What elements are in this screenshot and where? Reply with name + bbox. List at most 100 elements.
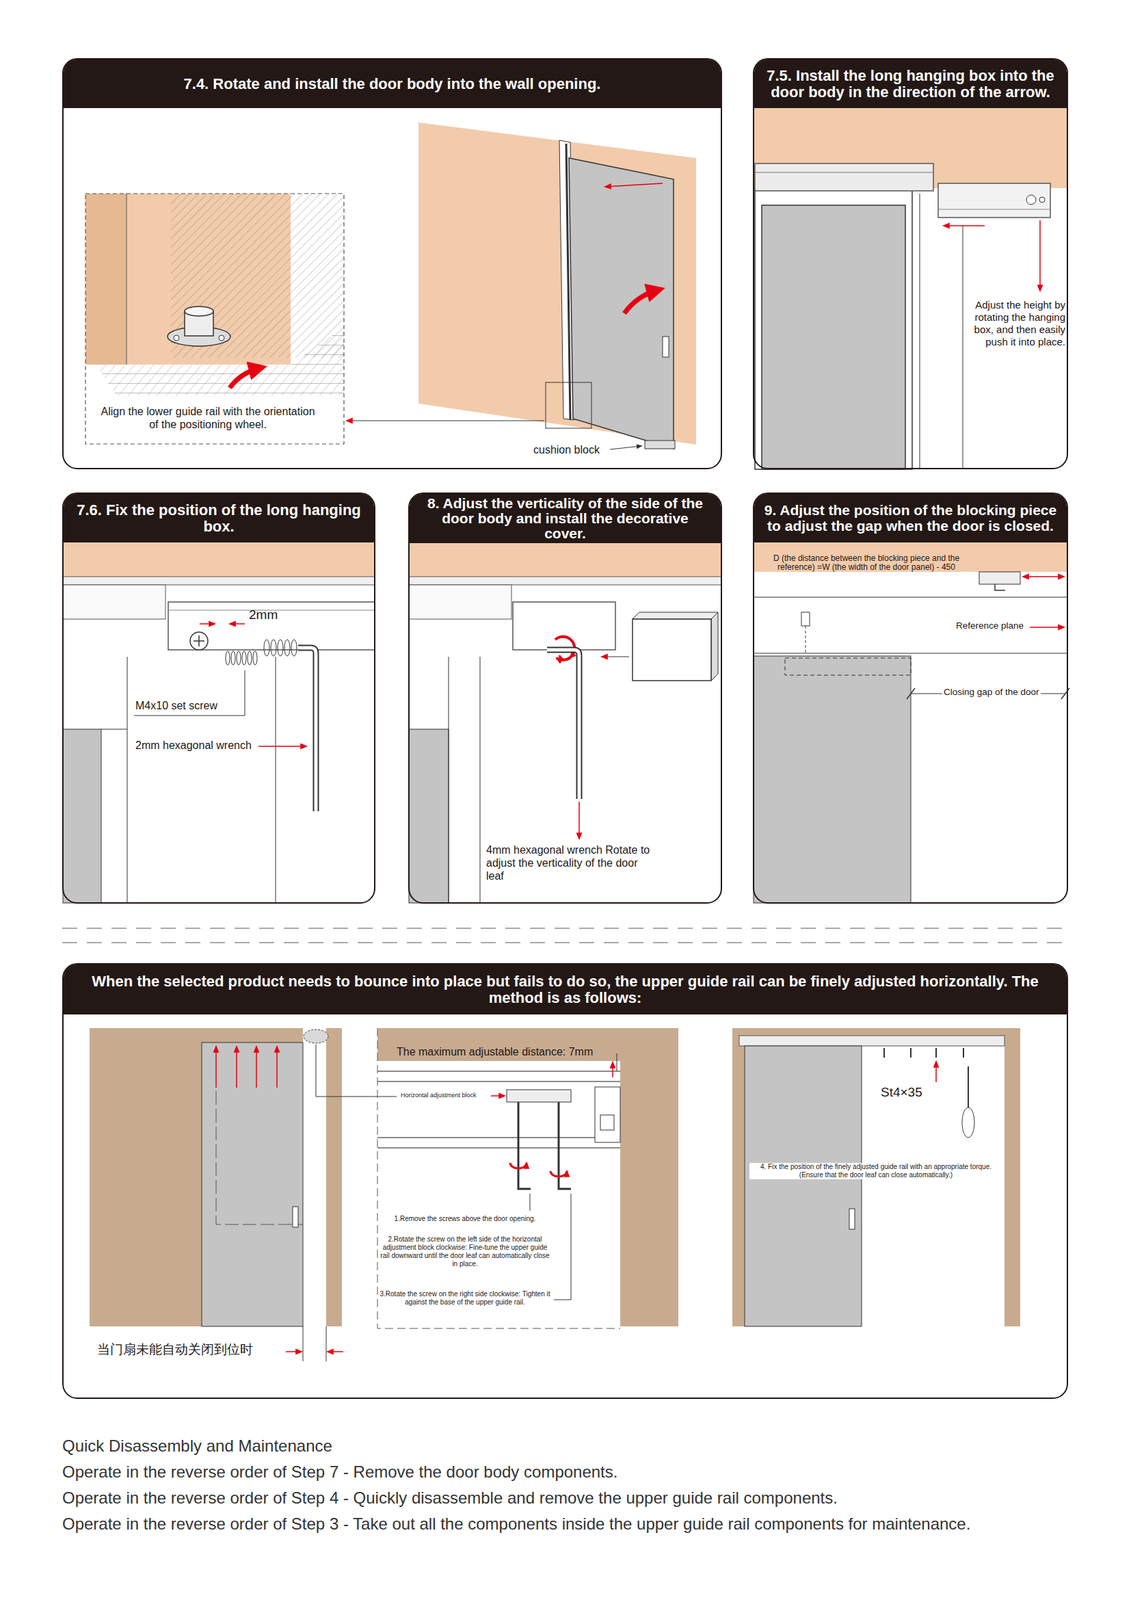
step-9-illustration-part [906, 687, 915, 699]
step-7-4-illustration-part [85, 193, 344, 444]
step-7-6-illustration [62, 542, 375, 903]
step-7-6-illustration-part [62, 542, 375, 577]
step-panel: 7.6. Fix the position of the long hangin… [62, 492, 376, 904]
horizontal-adjustment-illustration-part [506, 1089, 571, 1102]
panel-header-band: 8. Adjust the verticality of the side of… [409, 493, 721, 543]
callout-label: Align the lower guide rail with the orie… [99, 404, 316, 431]
step-7-5-illustration-part [1039, 196, 1045, 203]
fix-guide-rail-illustration [732, 1027, 1021, 1326]
step-7-4-illustration-part [566, 143, 571, 420]
door-not-closing-illustration-part [276, 1046, 278, 1088]
step-7-5-illustration-part [1039, 220, 1041, 291]
callout-label: 1.Remove the screws above the door openi… [379, 1214, 551, 1223]
horizontal-adjustment-illustration-part [377, 1027, 621, 1328]
step-9-illustration-part [994, 583, 1006, 591]
horizontal-adjustment-illustration-part [529, 1193, 531, 1211]
step-7-5-illustration [753, 108, 1068, 470]
step-7-5-illustration-part [938, 209, 1051, 210]
set-screw-coil-part [242, 650, 247, 665]
step-panel: 7.5. Install the long hanging box into t… [752, 58, 1069, 470]
step-7-5-illustration-part [754, 188, 913, 470]
callout-label: 当门扇未能自动关闭到位时 [97, 1341, 282, 1358]
wrench-coil-part [277, 639, 284, 656]
step-8-illustration-part [547, 649, 580, 799]
step-7-4-illustration-part [85, 193, 127, 365]
callout-label: The maximum adjustable distance: 7mm [396, 1044, 616, 1058]
step-7-4-illustration-part [568, 157, 674, 449]
step-8-illustration-part [408, 542, 722, 577]
wrench-coil-part [291, 639, 297, 656]
step-9-illustration-part [753, 653, 1068, 654]
step-7-5-illustration-part [943, 224, 985, 227]
step-8-illustration-part [578, 801, 580, 839]
fix-guide-rail-illustration-part [967, 1066, 969, 1108]
separator-lines [62, 927, 1069, 943]
step-7-6-illustration-part [127, 656, 128, 903]
step-panel: When the selected product needs to bounc… [62, 962, 1069, 1399]
wrench-coil-part [263, 639, 270, 656]
step-7-6-illustration-part [199, 622, 215, 625]
step-7-5-illustration-part [919, 193, 921, 470]
door-not-closing-illustration-part [326, 1325, 327, 1361]
set-screw-coil-part [225, 650, 230, 665]
door-not-closing-illustration-part [235, 1046, 238, 1088]
step-8-illustration-part [408, 728, 449, 903]
fix-guide-rail-illustration-part [910, 1047, 912, 1058]
horizontal-adjustment-illustration-part [377, 1070, 621, 1072]
step-9-illustration-part [1029, 626, 1064, 628]
step-9-illustration-part [784, 657, 911, 675]
panel-heading: 7.6. Fix the position of the long hangin… [73, 501, 365, 534]
step-7-6-illustration-part [62, 728, 102, 903]
step-7-6-illustration-part [190, 631, 208, 650]
step-7-6-illustration-part [168, 609, 375, 611]
step-7-4-illustration-part [229, 367, 260, 388]
panel-header-band: 7.5. Install the long hanging box into t… [754, 59, 1067, 109]
set-screw-coil-part [231, 650, 236, 665]
step-9-illustration-part [1022, 575, 1064, 578]
step-panel: 7.4. Rotate and install the door body in… [62, 58, 723, 470]
callout-label: 4mm hexagonal wrench Rotate to adjust th… [486, 843, 651, 883]
step-9-illustration-part [753, 596, 1068, 598]
step-7-6-illustration-part [275, 656, 277, 903]
step-7-4-illustration-part [170, 193, 344, 358]
horizontal-adjustment-illustration-part [550, 1170, 567, 1177]
step-7-4-illustration-part [95, 326, 344, 396]
step-7-6-illustration-part [134, 670, 245, 716]
panel-header-band: 9. Adjust the position of the blocking p… [754, 493, 1067, 543]
step-7-4-illustration-part [605, 183, 663, 187]
fix-guide-rail-illustration-part [744, 1045, 862, 1326]
step-8-illustration-part [448, 656, 450, 903]
step-9-illustration-part [801, 611, 810, 626]
fix-guide-rail-illustration-part [962, 1107, 975, 1138]
set-screw-coil [225, 650, 258, 665]
horizontal-adjustment-illustration-part [611, 1061, 614, 1077]
callout-label: 3.Rotate the screw on the right side clo… [379, 1289, 551, 1307]
door-not-closing-illustration-part [89, 1027, 342, 1326]
horizontal-adjustment-illustration-part [510, 1162, 527, 1168]
horizontal-adjustment-illustration-part [600, 1114, 615, 1130]
horizontal-adjustment-illustration-part [616, 1053, 618, 1071]
horizontal-adjustment-illustration-part [553, 1193, 571, 1300]
step-7-6-illustration-part [193, 635, 205, 647]
door-not-closing-illustration-part [201, 1042, 303, 1326]
door-not-closing-illustration-part [285, 1350, 302, 1352]
panel-heading: 7.5. Install the long hanging box into t… [763, 67, 1058, 100]
step-8-illustration-part [480, 656, 481, 903]
callout-label: Closing gap of the door [942, 686, 1041, 698]
step-7-4-illustration-part [218, 335, 225, 341]
fix-guide-rail-illustration-part [935, 1047, 937, 1058]
set-screw-coil-part [236, 650, 241, 665]
callout-label: 4. Fix the position of the finely adjust… [749, 1162, 1003, 1179]
callout-label: Adjust the height by rotating the hangin… [966, 298, 1066, 349]
step-7-4-illustration-part [545, 382, 592, 429]
step-7-6-illustration-part [298, 647, 316, 811]
door-not-closing-illustration-part [216, 1090, 303, 1224]
separator-lines-part [62, 927, 1069, 929]
fix-guide-rail-illustration-part [1004, 1027, 1021, 1326]
door-not-closing-illustration-part [215, 1046, 217, 1088]
panel-heading: 9. Adjust the position of the blocking p… [763, 502, 1058, 533]
wrench-coil-part [270, 639, 277, 656]
